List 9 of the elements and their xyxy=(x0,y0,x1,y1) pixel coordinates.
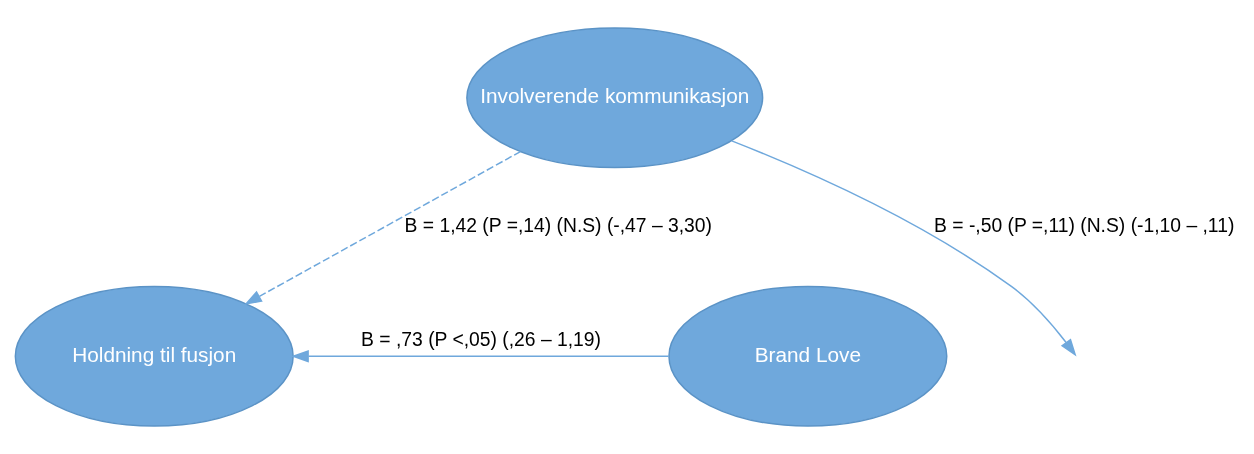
arrow xyxy=(244,150,522,305)
arrow xyxy=(291,350,670,363)
node-ellipse: Brand Love xyxy=(668,285,948,427)
edge-label: B = 1,42 (P =,14) (N.S) (-,47 – 3,30) xyxy=(404,215,713,237)
edge-label: B = ,73 (P <,05) (,26 – 1,19) xyxy=(361,329,602,351)
node-ellipse: Holdning til fusjon xyxy=(14,285,294,427)
node-ellipse: Involverende kommunikasjon xyxy=(466,27,764,169)
arrow xyxy=(731,140,1077,357)
edge-label: B = -,50 (P =,11) (N.S) (-1,10 – ,11) xyxy=(934,215,1235,237)
